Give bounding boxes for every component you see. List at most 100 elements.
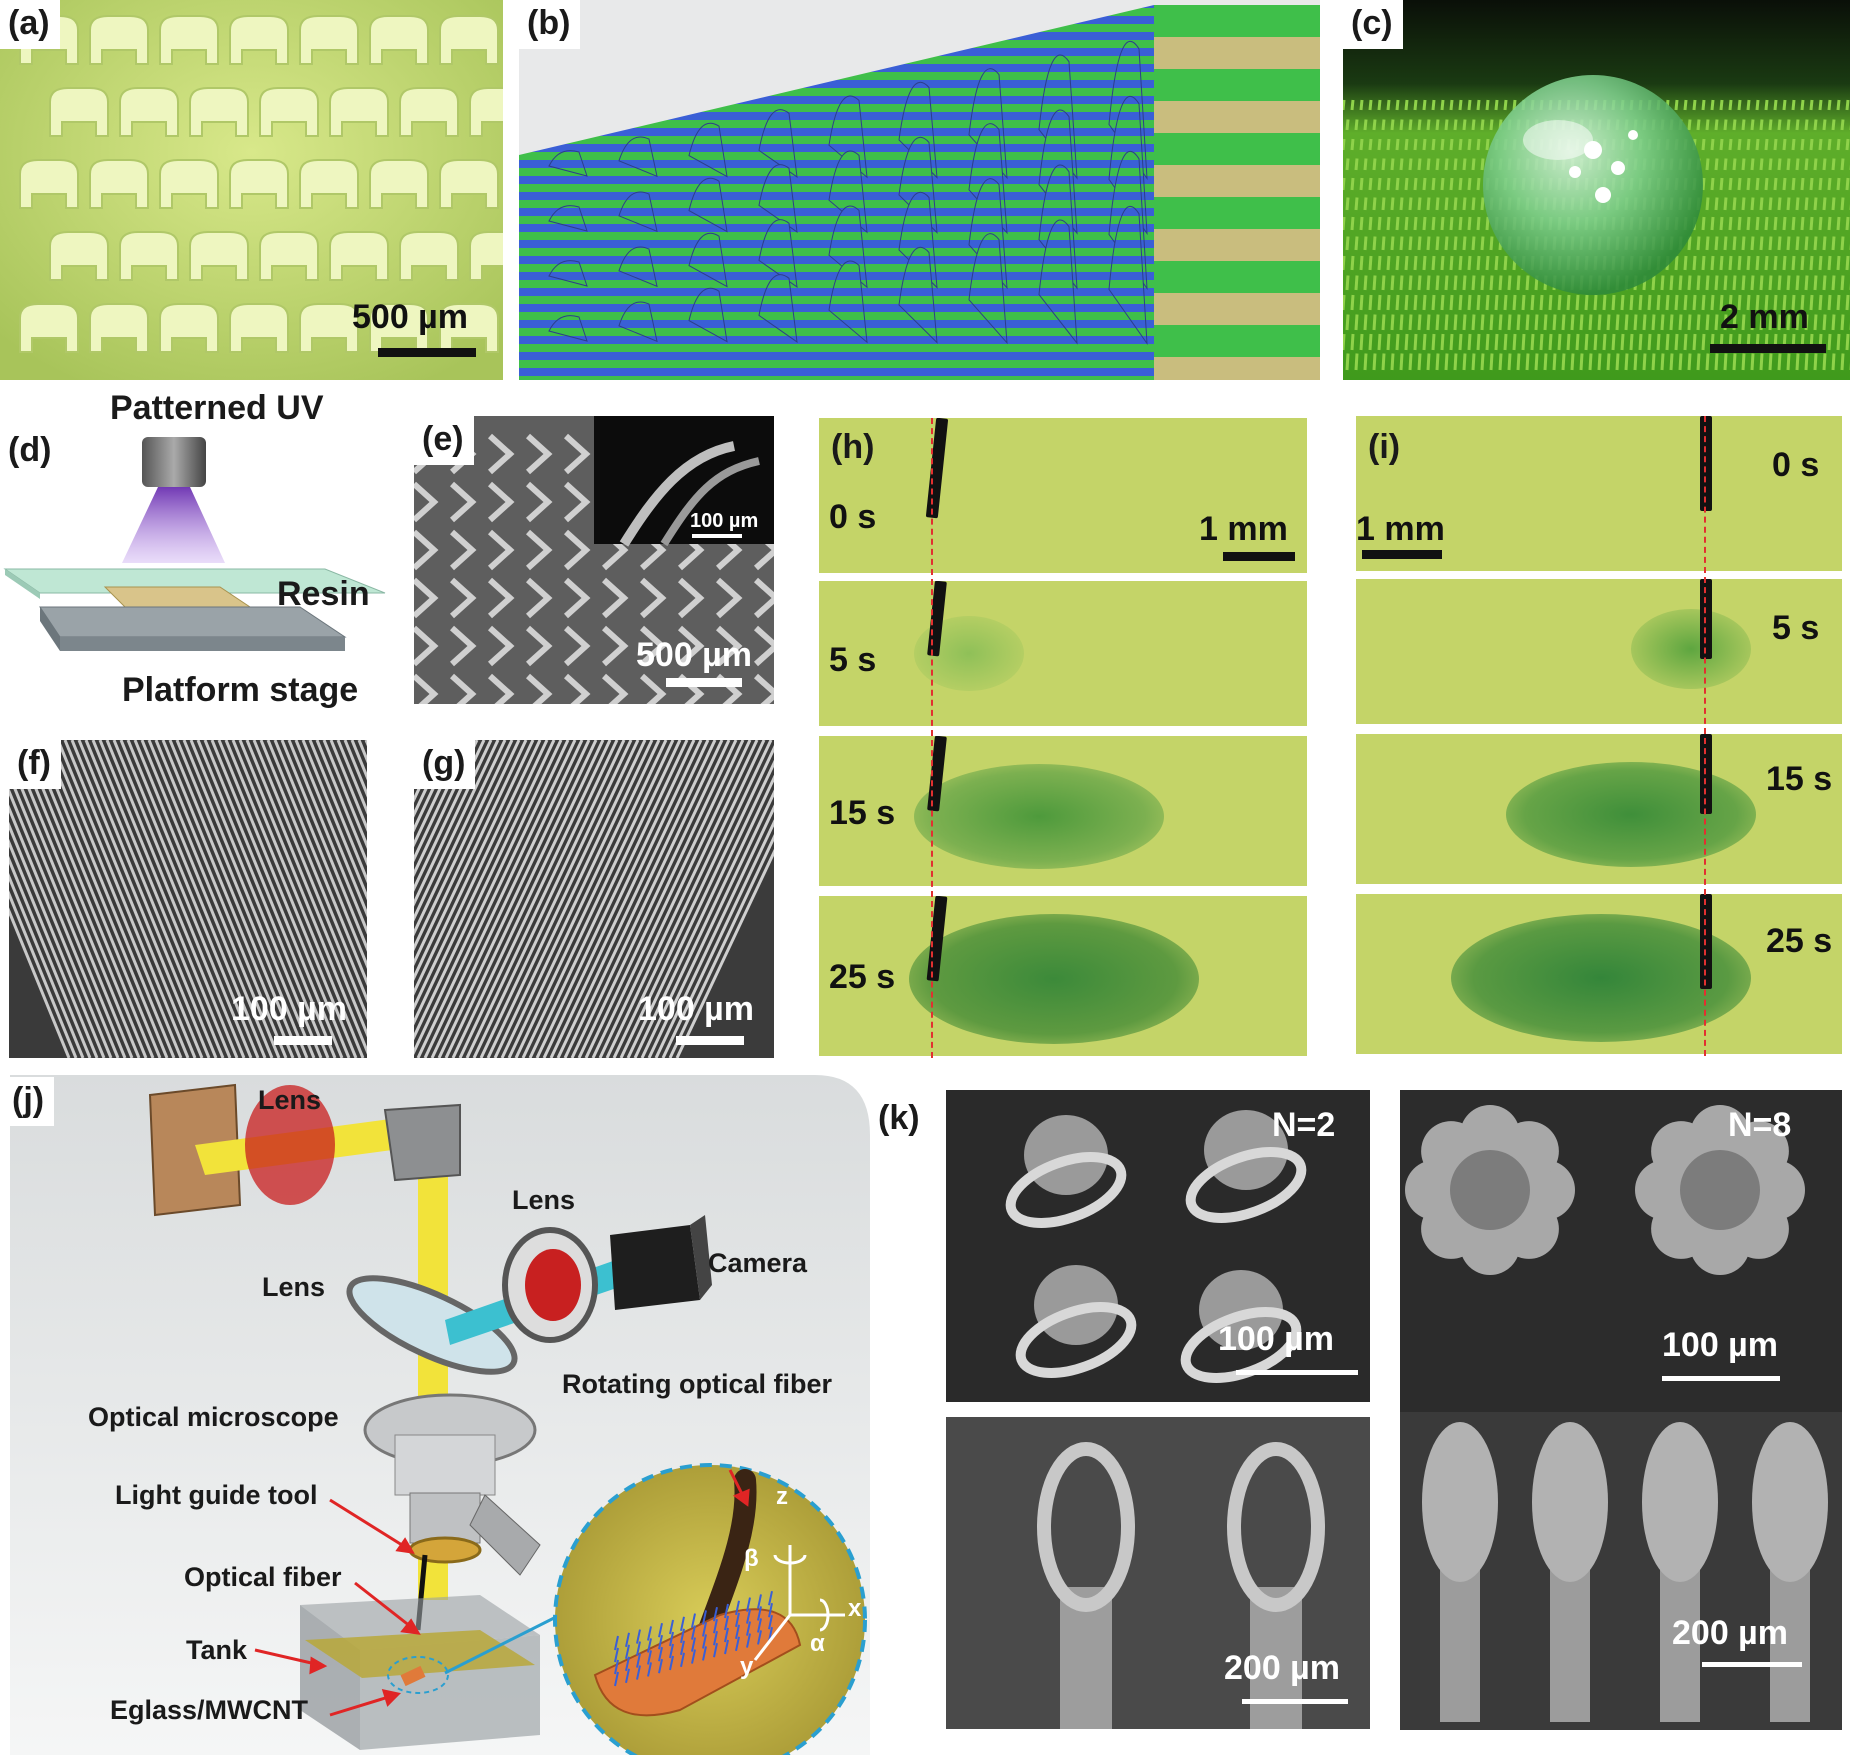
panel-h-time-2: 15 s bbox=[829, 794, 896, 832]
panel-k-left-bottom-scale-bar bbox=[1242, 1699, 1348, 1704]
light-guide-label: Light guide tool bbox=[115, 1480, 318, 1510]
panel-i-needle-0 bbox=[1700, 416, 1712, 511]
panel-e-inset bbox=[594, 416, 774, 544]
panel-a-scale-text: 500 µm bbox=[352, 298, 468, 336]
panel-i-time-3: 25 s bbox=[1766, 922, 1833, 960]
panel-f-scale-text: 100 µm bbox=[231, 990, 347, 1028]
axis-alpha-label: α bbox=[810, 1630, 825, 1657]
lens-top-label: Lens bbox=[258, 1085, 322, 1115]
panel-k-right-top-scale-bar bbox=[1662, 1376, 1780, 1381]
panel-i-frame-1: 5 s bbox=[1356, 579, 1842, 724]
uv-lamp bbox=[142, 437, 206, 487]
panel-i-needle-2 bbox=[1700, 734, 1712, 814]
panel-j-diagram bbox=[10, 1075, 870, 1755]
panel-i-time-2: 15 s bbox=[1766, 760, 1833, 798]
panel-h-reference-line bbox=[931, 418, 933, 1058]
panel-h-frame-1: 5 s bbox=[819, 581, 1307, 726]
panel-j: (j) Lens Lens Lens Camera Rotating optic… bbox=[0, 1075, 875, 1755]
panel-h-frame-0: 0 s 1 mm bbox=[819, 418, 1307, 573]
panel-b: (b) bbox=[519, 0, 1320, 380]
panel-k-left-top: N=2 100 µm bbox=[946, 1090, 1370, 1402]
panel-d: (d) Patterned UV Resin Platform stage bbox=[0, 385, 400, 710]
panel-i-time-0: 0 s bbox=[1772, 446, 1820, 484]
stage-label: Platform stage bbox=[122, 671, 359, 709]
panel-k-right-bottom-scale-bar bbox=[1702, 1662, 1802, 1667]
panel-k-right-bottom: 200 µm bbox=[1400, 1412, 1842, 1730]
panel-h-needle-0 bbox=[925, 418, 949, 519]
axis-z-label: z bbox=[776, 1483, 788, 1510]
panel-k-left-top-scale-text: 100 µm bbox=[1218, 1320, 1334, 1358]
camera-label: Camera bbox=[708, 1248, 808, 1278]
panel-k-right-top-scale-text: 100 µm bbox=[1662, 1326, 1778, 1364]
panel-d-diagram bbox=[3, 437, 386, 651]
panel-k-left-top-n: N=2 bbox=[1272, 1106, 1336, 1144]
panel-g-image bbox=[414, 740, 774, 1058]
panel-e-image bbox=[414, 416, 774, 704]
panel-b-label: (b) bbox=[519, 0, 581, 49]
axis-x-label: x bbox=[848, 1595, 862, 1622]
panel-g-scale-bar bbox=[676, 1036, 744, 1045]
panel-i-needle-3 bbox=[1700, 894, 1712, 989]
panel-a-scale-bar bbox=[378, 348, 476, 357]
rotating-fiber-label: Rotating optical fiber bbox=[562, 1369, 832, 1399]
panel-a-label: (a) bbox=[0, 0, 60, 49]
panel-e-label: (e) bbox=[414, 416, 474, 465]
lens-mid-label: Lens bbox=[262, 1272, 326, 1302]
tank-label: Tank bbox=[186, 1635, 248, 1665]
optical-fiber-label: Optical fiber bbox=[184, 1562, 342, 1592]
panel-k-right-bottom-scale-text: 200 µm bbox=[1672, 1614, 1788, 1652]
panel-f-scale-bar bbox=[274, 1036, 332, 1045]
panel-k-left-bottom: 200 µm bbox=[946, 1417, 1370, 1729]
panel-e-inset-scale-text: 100 µm bbox=[690, 510, 759, 532]
panel-k-right-bottom-image bbox=[1400, 1412, 1842, 1730]
panel-k-left-top-image bbox=[946, 1090, 1370, 1402]
uv-label: Patterned UV bbox=[110, 389, 324, 427]
panel-i-frame-2: 15 s bbox=[1356, 734, 1842, 884]
panel-k-left-bottom-scale-text: 200 µm bbox=[1224, 1649, 1340, 1687]
panel-h-time-1: 5 s bbox=[829, 641, 877, 679]
panel-h-time-0: 0 s bbox=[829, 498, 877, 536]
panel-h-time-3: 25 s bbox=[829, 958, 896, 996]
panel-g-scale-text: 100 µm bbox=[638, 990, 754, 1028]
panel-h-frame-2: 15 s bbox=[819, 736, 1307, 886]
panel-a-image bbox=[0, 0, 503, 380]
panel-k-left-bottom-image bbox=[946, 1417, 1370, 1729]
axis-beta-label: β bbox=[744, 1545, 759, 1572]
panel-a: (a) 500 µm bbox=[0, 0, 503, 380]
panel-d-label: (d) bbox=[8, 431, 52, 469]
panel-k-label: (k) bbox=[878, 1099, 920, 1137]
panel-i-label: (i) bbox=[1368, 428, 1401, 466]
panel-c-image bbox=[1343, 0, 1850, 380]
panel-g: (g) 100 µm bbox=[414, 740, 774, 1058]
panel-i-reference-line bbox=[1704, 416, 1706, 1056]
panel-j-label: (j) bbox=[4, 1077, 55, 1126]
panel-f-label: (f) bbox=[9, 740, 61, 789]
panel-k-left-top-scale-bar bbox=[1236, 1370, 1358, 1375]
panel-k-right-top-image bbox=[1400, 1090, 1842, 1412]
panel-c-label: (c) bbox=[1343, 0, 1403, 49]
panel-c-scale-text: 2 mm bbox=[1720, 298, 1809, 336]
panel-i-scale-bar bbox=[1362, 550, 1442, 559]
panel-e-scale-text: 500 µm bbox=[636, 636, 752, 674]
panel-k-right-top: N=8 100 µm bbox=[1400, 1090, 1842, 1412]
panel-h: 0 s 1 mm 5 s 15 s 25 s (h) bbox=[819, 418, 1307, 1058]
microscope-label: Optical microscope bbox=[88, 1402, 339, 1432]
lens-right-label: Lens bbox=[512, 1185, 576, 1215]
panel-e: (e) 100 µm 500 µm bbox=[414, 416, 774, 704]
panel-i: 0 s 1 mm 5 s 15 s 25 s (i) bbox=[1356, 416, 1842, 1056]
panel-e-scale-bar bbox=[666, 678, 742, 687]
panel-i-frame-0: 0 s 1 mm bbox=[1356, 416, 1842, 571]
resin-label: Resin bbox=[277, 575, 370, 613]
panel-e-inset-scale-bar bbox=[692, 534, 742, 538]
panel-h-label: (h) bbox=[831, 428, 875, 466]
panel-c-scale-bar bbox=[1710, 344, 1826, 353]
panel-k-label-box: (k) bbox=[870, 1095, 950, 1141]
panel-h-scale-bar bbox=[1223, 552, 1295, 561]
axis-y-label: y bbox=[740, 1653, 754, 1680]
panel-i-needle-1 bbox=[1700, 579, 1712, 659]
panel-h-scale-text: 1 mm bbox=[1199, 510, 1288, 548]
material-label: Eglass/MWCNT bbox=[110, 1695, 309, 1725]
panel-b-image bbox=[519, 0, 1320, 380]
panel-h-frame-3: 25 s bbox=[819, 896, 1307, 1056]
panel-f: (f) 100 µm bbox=[9, 740, 367, 1058]
